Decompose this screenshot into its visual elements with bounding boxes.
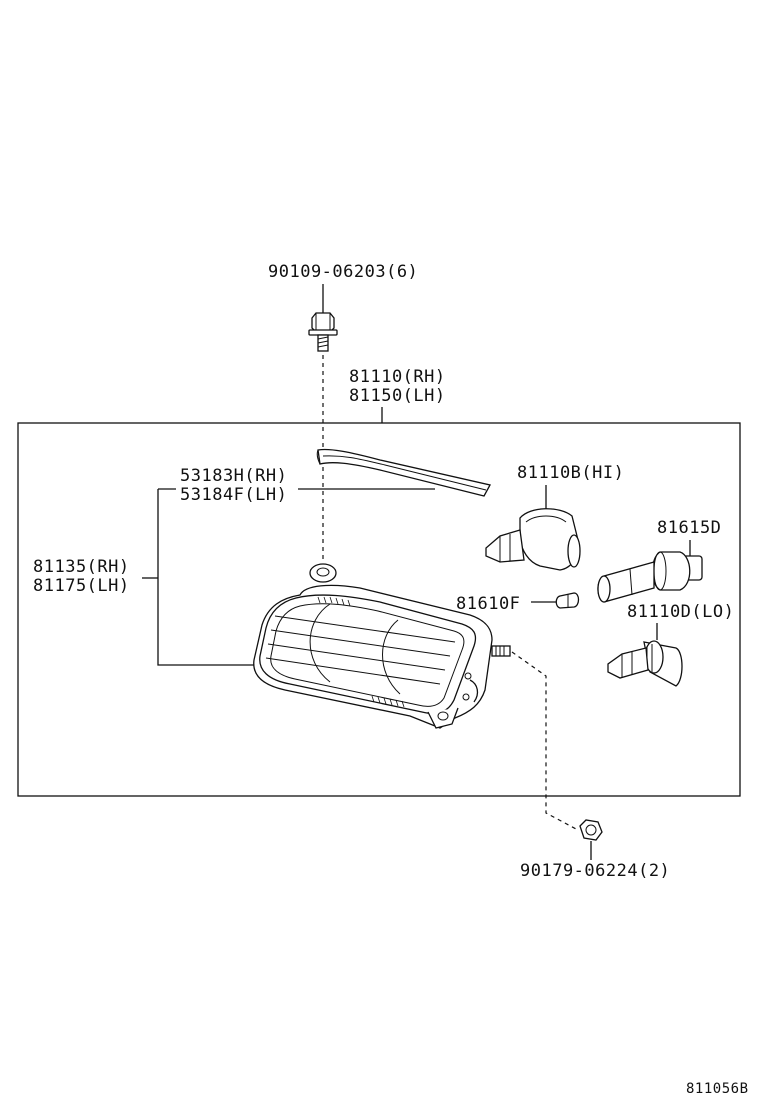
bolt-top-part xyxy=(308,312,338,352)
label-nut-bottom: 90179-06224(2) xyxy=(520,861,670,881)
socket-part xyxy=(597,551,703,603)
assembly-boundary-box xyxy=(17,422,741,797)
label-bulb-lo: 81110D(LO) xyxy=(627,602,734,622)
figure-id-label: 811056B xyxy=(686,1081,749,1097)
seal-strip-part xyxy=(316,448,491,497)
label-bolt-top: 90109-06203(6) xyxy=(268,262,418,282)
label-bulb-small: 81610F xyxy=(456,594,520,614)
headlamp-housing-part xyxy=(253,563,511,729)
label-bulb-hi: 81110B(HI) xyxy=(517,463,624,483)
bulb-lo-part xyxy=(607,640,683,687)
label-seal-lh: 53184F(LH) xyxy=(180,485,287,505)
label-socket: 81615D xyxy=(657,518,721,538)
label-unit-rh: 81110(RH) xyxy=(349,367,446,387)
bulb-hi-part xyxy=(485,508,581,571)
label-lens-lh: 81175(LH) xyxy=(33,576,130,596)
label-seal-rh: 53183H(RH) xyxy=(180,466,287,486)
nut-bottom-part xyxy=(579,819,603,841)
leader-lens-bracket xyxy=(157,489,262,666)
label-unit-lh: 81150(LH) xyxy=(349,386,446,406)
label-lens-rh: 81135(RH) xyxy=(33,557,130,577)
bulb-small-part xyxy=(555,592,580,609)
nut-dashed-path xyxy=(511,651,579,831)
